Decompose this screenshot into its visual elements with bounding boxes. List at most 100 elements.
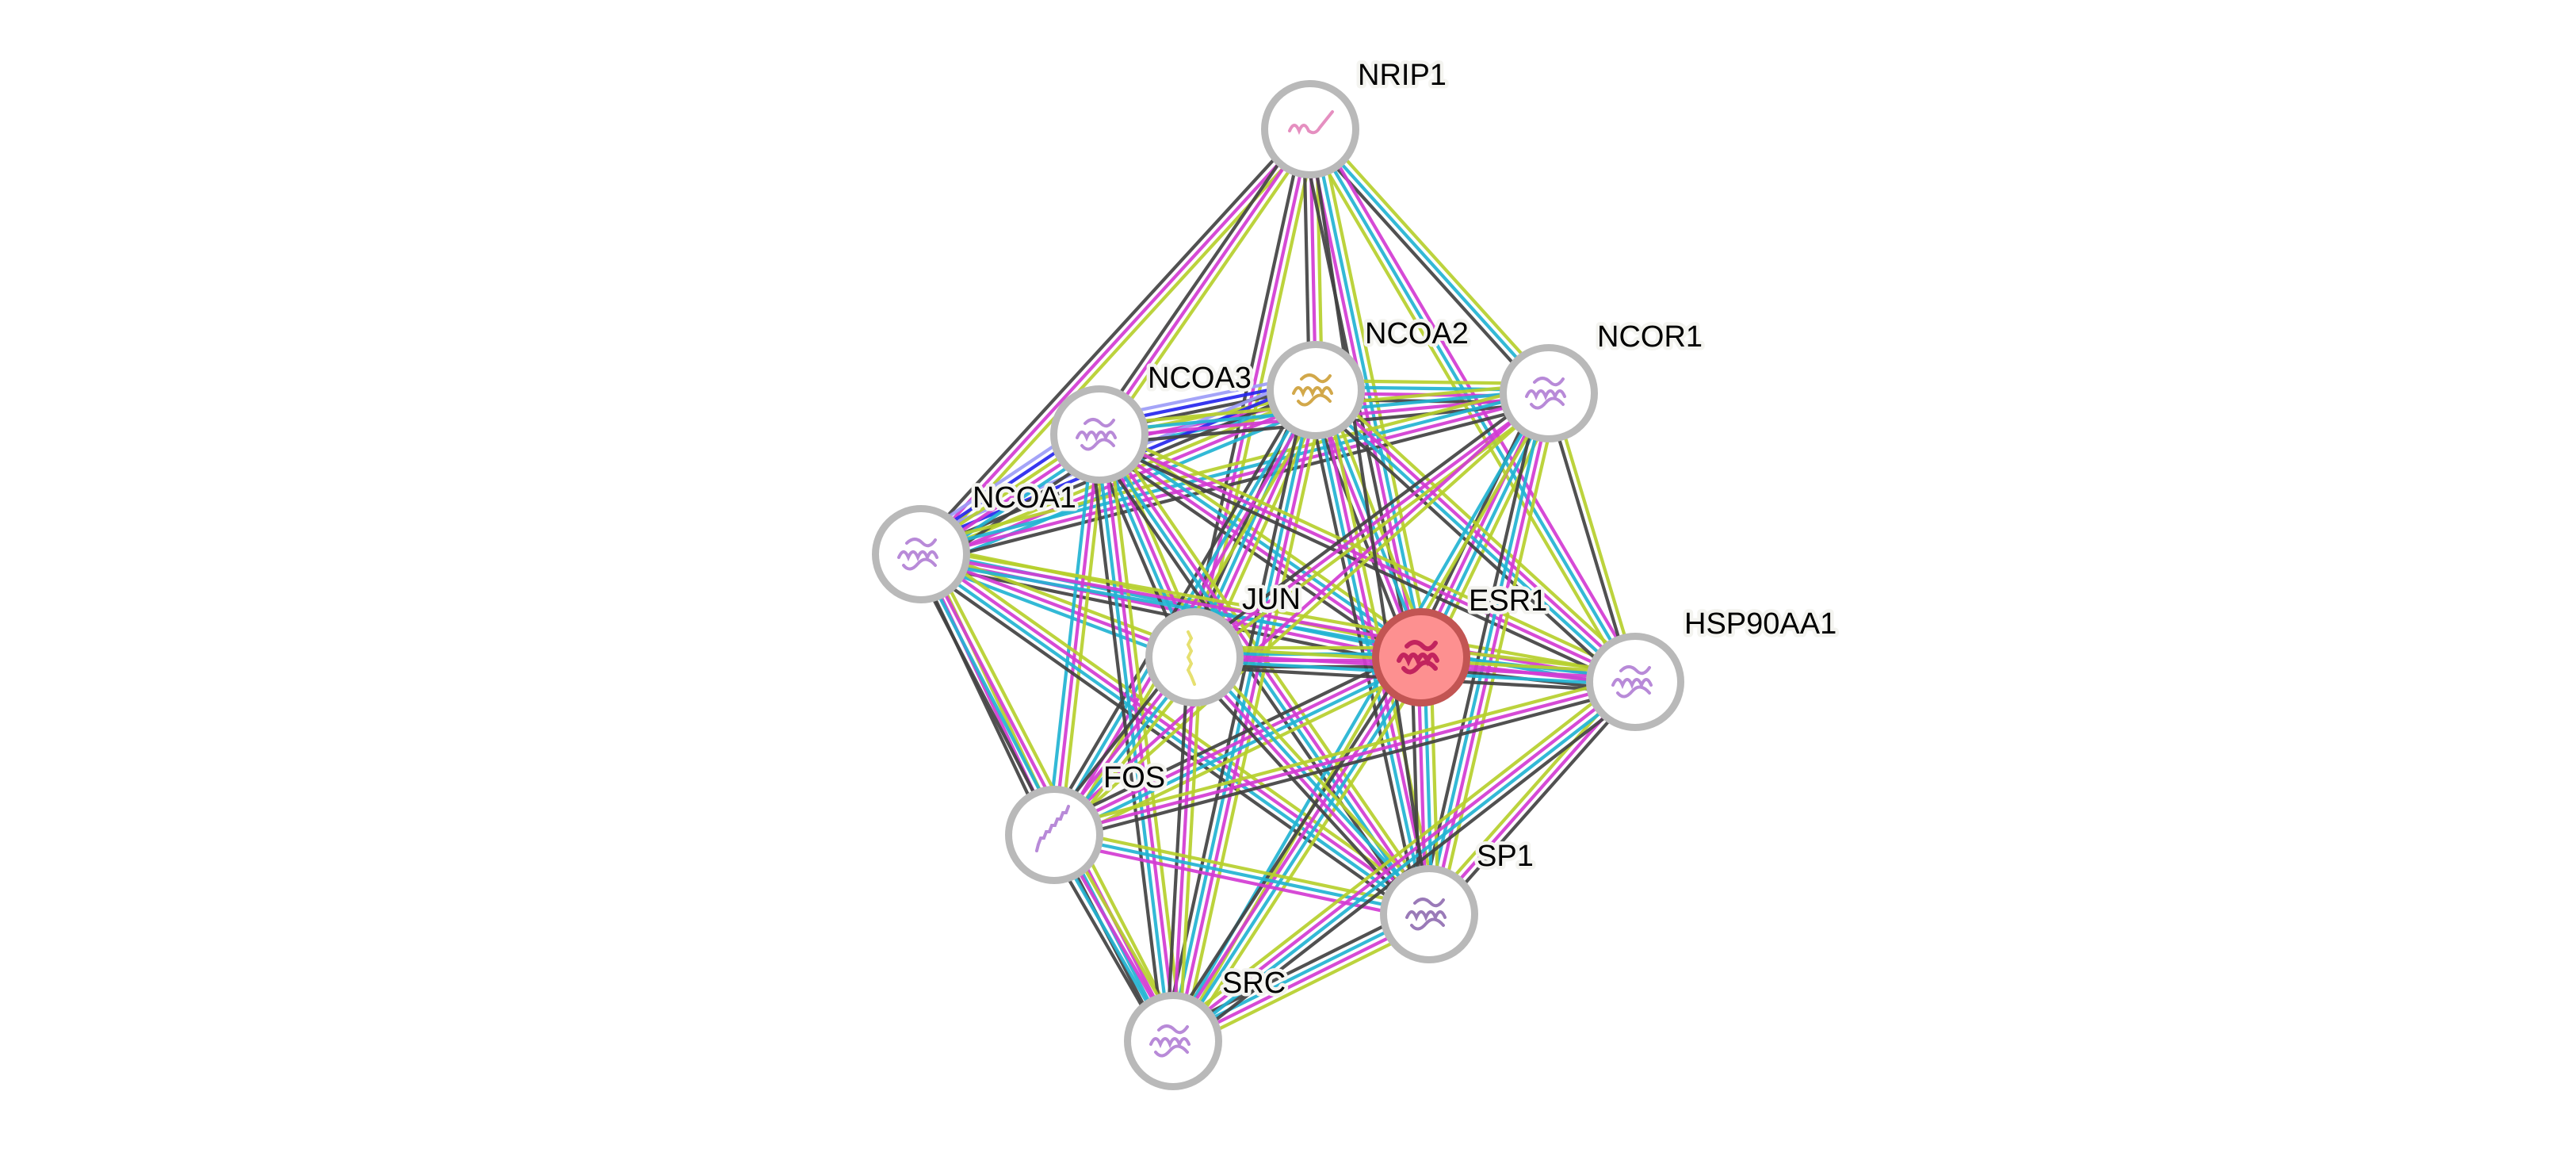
node-ncoa1[interactable]	[872, 505, 970, 603]
protein-structure-icon	[1035, 805, 1070, 852]
node-src[interactable]	[1124, 992, 1222, 1090]
node-hsp90aa1[interactable]	[1586, 633, 1684, 731]
protein-structure-icon	[1076, 418, 1117, 451]
evidence-line-experiments	[1171, 657, 1197, 1042]
protein-structure-icon	[1288, 110, 1334, 136]
evidence-line-coexpression	[1432, 684, 1642, 920]
evidence-line-databases	[1045, 433, 1095, 835]
evidence-line-textmining	[1179, 661, 1431, 1047]
protein-structure-icon	[1525, 377, 1566, 410]
node-circle[interactable]	[1261, 80, 1359, 178]
evidence-line-textmining	[1197, 396, 1554, 664]
node-label-jun: JUN	[1242, 583, 1301, 616]
node-label-src: SRC	[1222, 967, 1286, 1000]
evidence-line-databases	[1312, 391, 1634, 686]
node-jun[interactable]	[1145, 608, 1244, 706]
node-nrip1[interactable]	[1261, 80, 1359, 178]
evidence-line-experiments	[1100, 431, 1434, 913]
evidence-line-textmining	[1052, 674, 1634, 831]
evidence-line-textmining	[1106, 428, 1439, 910]
edge-ncor1-fos[interactable]	[1050, 389, 1553, 839]
evidence-line-experiments	[1317, 386, 1639, 681]
edge-nrip1-sp1[interactable]	[1308, 128, 1431, 915]
protein-structure-icon	[1611, 665, 1653, 699]
node-esr1[interactable]	[1372, 608, 1470, 706]
evidence-line-experiments	[1168, 654, 1420, 1040]
evidence-line-experiments	[1191, 658, 1428, 918]
edge-esr1-src[interactable]	[1164, 651, 1431, 1047]
evidence-line-textmining	[922, 546, 1637, 678]
edge-jun-src[interactable]	[1164, 657, 1203, 1042]
evidence-line-databases	[1309, 128, 1550, 395]
evidence-line-experiments	[1100, 434, 1179, 1041]
evidence-line-coexpression	[1544, 393, 1634, 683]
evidence-line-databases	[1054, 658, 1424, 840]
evidence-line-textmining	[1177, 657, 1203, 1042]
evidence-line-databases	[1309, 128, 1637, 683]
evidence-line-textmining	[1202, 393, 1326, 662]
evidence-line-textmining	[1057, 664, 1427, 845]
evidence-line-databases	[1174, 658, 1426, 1044]
evidence-line-experiments	[1174, 390, 1320, 1043]
protein-structure-icon	[1405, 898, 1447, 931]
evidence-line-coexpression	[914, 561, 1425, 924]
edge-esr1-fos[interactable]	[1049, 647, 1427, 845]
node-label-hsp90aa1: HSP90AA1	[1684, 607, 1836, 641]
labels-layer: NRIP1 NCOA2 NCOR1 NCOA3 NCOA1 JUN ESR1 H…	[969, 56, 1840, 1004]
edge-fos-hsp90aa1[interactable]	[1052, 674, 1638, 843]
node-label-ncoa3: NCOA3	[1148, 362, 1252, 395]
evidence-line-databases	[1174, 683, 1638, 1045]
protein-structure-icon	[1186, 630, 1196, 686]
evidence-line-experiments	[1098, 128, 1312, 436]
evidence-line-coexpression	[1186, 662, 1424, 922]
node-label-fos: FOS	[1103, 761, 1165, 794]
evidence-line-experiments	[1096, 435, 1420, 662]
evidence-line-coexpression	[1308, 128, 1431, 915]
evidence-line-experiments	[920, 552, 1636, 684]
edge-ncoa1-ncor1[interactable]	[918, 382, 1552, 565]
evidence-line-coexpression	[923, 400, 1552, 565]
evidence-line-textmining	[1166, 672, 1630, 1036]
node-sp1[interactable]	[1380, 865, 1478, 963]
node-ncoa2[interactable]	[1267, 341, 1365, 439]
evidence-line-coexpression	[1092, 124, 1307, 432]
evidence-line-textmining	[1313, 124, 1555, 391]
edge-ncor1-hsp90aa1[interactable]	[1544, 392, 1640, 683]
node-label-sp1: SP1	[1477, 840, 1534, 873]
edge-nrip1-ncoa3[interactable]	[1092, 124, 1317, 439]
evidence-line-textmining	[1550, 392, 1640, 682]
node-label-ncoa1: NCOA1	[973, 481, 1076, 515]
protein-structure-icon	[1292, 373, 1333, 407]
node-fos[interactable]	[1005, 786, 1103, 884]
evidence-line-experiments	[1170, 678, 1634, 1040]
evidence-line-textmining	[1103, 132, 1317, 439]
node-circle[interactable]	[1145, 608, 1244, 706]
node-ncor1[interactable]	[1500, 344, 1598, 442]
evidence-line-databases	[919, 389, 1549, 553]
evidence-line-coexpression	[1049, 647, 1418, 829]
evidence-line-experiments	[1050, 389, 1548, 834]
node-label-ncor1: NCOR1	[1597, 320, 1703, 354]
evidence-line-databases	[918, 555, 1428, 918]
evidence-line-experiments	[919, 128, 1312, 556]
evidence-line-experiments	[921, 394, 1550, 559]
protein-structure-icon	[1149, 1024, 1191, 1058]
evidence-line-textmining	[1317, 127, 1432, 656]
evidence-line-experiments	[1053, 680, 1636, 837]
evidence-line-coexpression	[915, 124, 1307, 552]
evidence-line-experiments	[1052, 434, 1102, 836]
evidence-line-textmining	[1320, 381, 1643, 676]
protein-structure-icon	[897, 538, 938, 571]
evidence-line-textmining	[1055, 394, 1553, 839]
node-circle[interactable]	[1005, 786, 1103, 884]
node-ncoa3[interactable]	[1050, 385, 1148, 484]
evidence-line-textmining	[918, 382, 1547, 547]
node-label-ncoa2: NCOA2	[1365, 317, 1469, 350]
evidence-line-coexpression	[1055, 686, 1638, 843]
evidence-line-coexpression	[1164, 651, 1415, 1037]
evidence-line-coexpression	[1308, 396, 1630, 691]
edge-ncoa2-hsp90aa1[interactable]	[1308, 381, 1643, 691]
node-label-nrip1: NRIP1	[1358, 59, 1447, 92]
evidence-line-coexpression	[1164, 657, 1191, 1041]
